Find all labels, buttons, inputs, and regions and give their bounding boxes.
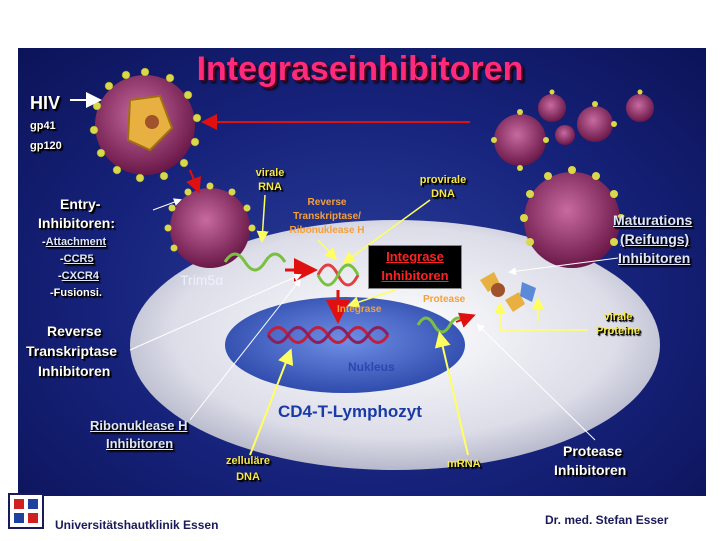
virale-proteine-label-line1: virale xyxy=(603,311,633,323)
ribonuklease-inhibitor-label-line2: Inhibitoren xyxy=(106,436,174,451)
cd4-cell-label: CD4-T-Lymphozyt xyxy=(278,402,422,421)
provirale-dna-label-line1: provirale xyxy=(419,174,467,186)
footer-institution: Universitätshautklinik Essen xyxy=(55,518,219,532)
provirale-pointer xyxy=(342,199,431,264)
integrase-inhibitor-label-line2: Inhibitoren xyxy=(381,268,449,283)
provirale-dna-label-line2: DNA xyxy=(431,188,455,200)
entry-item-attachment: -Attachment xyxy=(42,236,107,248)
maturation-inhibitor-label-line1: Maturations xyxy=(613,212,693,228)
mat-pointer xyxy=(508,257,619,276)
entry-virion-icon xyxy=(164,182,256,268)
chromosomal-dna-icon xyxy=(266,326,390,344)
ribo-pointer xyxy=(189,278,302,421)
rti-label-line2: Transkriptase xyxy=(26,343,118,359)
virale-rna-label-line2: RNA xyxy=(258,181,282,193)
mrna-label: mRNA xyxy=(447,458,481,470)
integrase-inhibitor-label-line1: Integrase xyxy=(386,249,444,264)
zellulaere-dna-label-line2: DNA xyxy=(236,471,260,483)
rt-pointer xyxy=(317,239,338,261)
gp41-label: gp41 xyxy=(30,120,56,132)
integrase-label: Integrase xyxy=(337,304,382,315)
ribonuklease-inhibitor-label-line1: Ribonuklease H xyxy=(90,418,188,433)
rt-label-line3: Ribonuklease H xyxy=(289,225,365,236)
protease-inhibitor-label-line2: Inhibitoren xyxy=(554,462,627,478)
entry-label-line2: Inhibitoren: xyxy=(38,215,115,231)
zellulaere-dna-label-line1: zelluläre xyxy=(225,455,271,467)
maturation-inhibitor-label-line2: (Reifungs) xyxy=(620,231,690,247)
entry-arrow xyxy=(186,169,201,194)
nukleus-label: Nukleus xyxy=(348,360,395,374)
rti-pointer xyxy=(129,273,302,351)
virale-proteine-label-line2: Proteine xyxy=(595,325,640,337)
rt-label-line1: Reverse xyxy=(307,197,347,208)
budding-virion-icon xyxy=(520,166,625,268)
zell-dna-pointer xyxy=(249,348,294,456)
rti-label-line3: Inhibitoren xyxy=(38,363,111,379)
integrase-pointer xyxy=(347,289,396,308)
mrna-to-protease-arrow xyxy=(455,312,476,328)
trim5-label: Trim5α xyxy=(180,272,224,288)
virale-rna-label-line1: virale xyxy=(255,167,285,179)
nucleus xyxy=(225,297,465,393)
rti-label-line1: Reverse xyxy=(47,323,102,339)
slide-title: Integraseinhibitoren xyxy=(196,50,524,88)
mature-virion-cluster-icon xyxy=(491,89,654,171)
entry-pointer xyxy=(152,198,182,211)
footer-author: Dr. med. Stefan Esser xyxy=(545,513,669,527)
mrna-pointer xyxy=(434,331,469,456)
entry-item-fusion: -Fusionsi. xyxy=(50,287,102,299)
protease-label: Protease xyxy=(423,294,466,305)
proteine-pointer xyxy=(494,302,588,331)
virale-rna-pointer xyxy=(256,194,269,243)
protease-inhibitor-label-line1: Protease xyxy=(563,443,623,459)
pi-pointer xyxy=(476,323,596,441)
integrase-inhibitor-box xyxy=(368,245,462,289)
reverse-transcription-helix-icon xyxy=(316,263,360,287)
hiv-virion-icon xyxy=(89,67,202,183)
hiv-label: HIV xyxy=(30,93,61,113)
entry-item-cxcr4: -CXCR4 xyxy=(58,270,99,282)
rt-label-line2: Transkriptase/ xyxy=(293,211,361,222)
clinic-logo-icon xyxy=(8,493,44,529)
viral-rna-icon xyxy=(223,252,287,272)
entry-label-line1: Entry- xyxy=(60,196,101,212)
top-band xyxy=(0,0,720,48)
entry-item-ccr5: -CCR5 xyxy=(60,253,94,265)
maturation-inhibitor-label-line3: Inhibitoren xyxy=(618,250,691,266)
gp120-label: gp120 xyxy=(30,140,62,152)
